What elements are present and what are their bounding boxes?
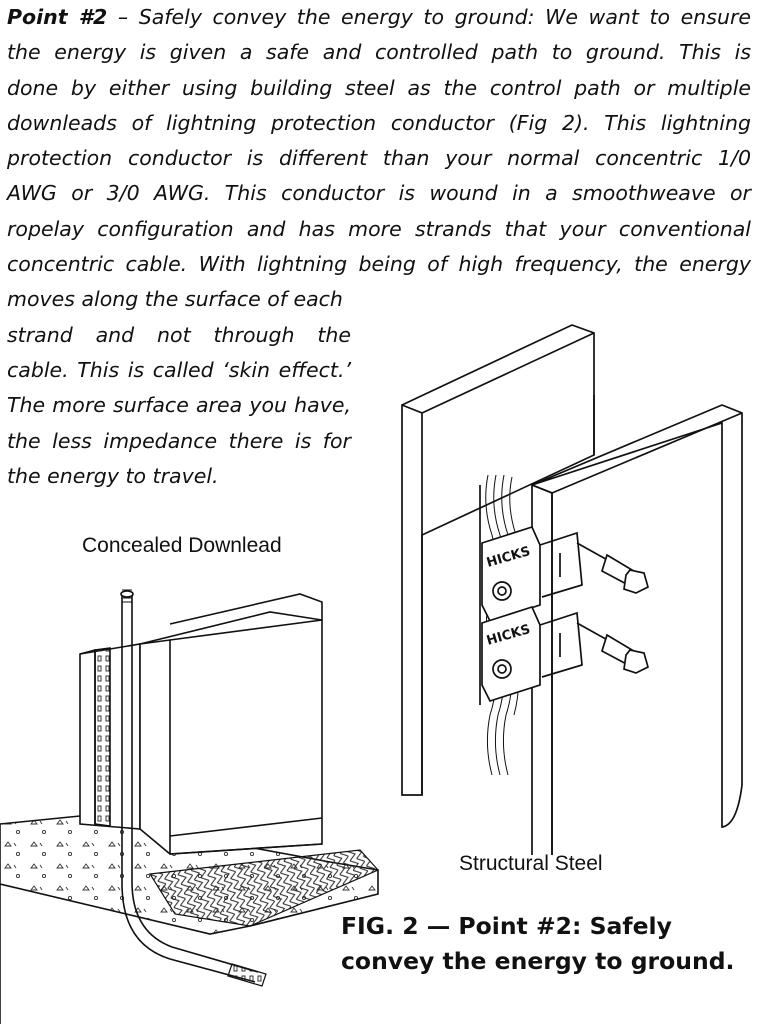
paragraph-line-13: the less impedance there is for [7, 428, 351, 453]
figure-caption-line-1: FIG. 2 — Point #2: Safely [341, 912, 672, 940]
paragraph-line-6: AWG or 3/0 AWG. This conductor is wound … [7, 181, 751, 206]
structural-steel-label: Structural Steel [459, 852, 603, 875]
paragraph-line-5: protection conductor is different than y… [7, 146, 751, 171]
paragraph-line-14: the energy to travel. [7, 463, 219, 488]
paragraph-line-9: moves along the surface of each [7, 287, 343, 312]
paragraph-line-1: Point #2 – Safely convey the energy to g… [7, 5, 751, 29]
figure-caption-line-2: convey the energy to ground. [341, 947, 735, 975]
paragraph-line-2: the energy is given a safe and controlle… [7, 40, 751, 65]
point-label: Point #2 [7, 5, 108, 29]
paragraph-line-8: concentric cable. With lightning being o… [7, 252, 751, 277]
paragraph-line-10: strand and not through the [7, 322, 351, 347]
concealed-downlead-illustration [0, 589, 380, 1024]
body-paragraph: Point #2 – Safely convey the energy to g… [7, 0, 751, 494]
figure-caption: FIG. 2 — Point #2: Safely convey the ene… [341, 909, 751, 979]
paragraph-line-12: The more surface area you have, [7, 393, 351, 418]
paragraph-line-4: downleads of lightning protection conduc… [7, 110, 751, 135]
paragraph-line-7: ropelay configuration and has more stran… [7, 216, 751, 241]
paragraph-line-3: done by either using building steel as t… [7, 75, 751, 100]
structural-steel-illustration: HICKS HICKS [401, 324, 743, 855]
paragraph-line-11: cable. This is called ‘skin effect.’ [7, 357, 351, 382]
concealed-downlead-label: Concealed Downlead [82, 534, 282, 557]
